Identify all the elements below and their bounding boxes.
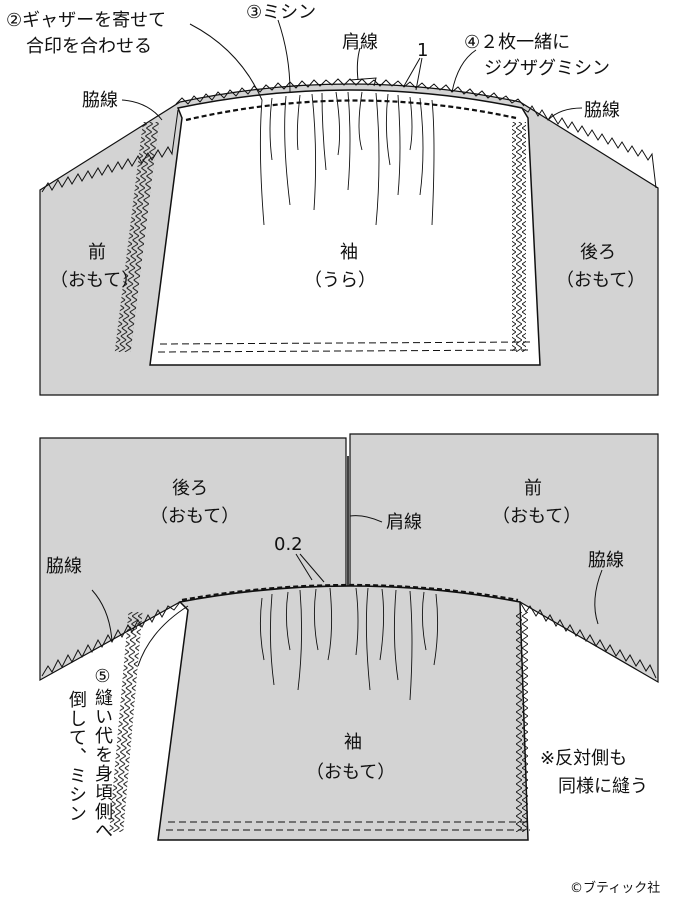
label-step2-line1: ②ギャザーを寄せて	[6, 10, 166, 31]
bottom-left-zigzag-edge	[41, 601, 181, 677]
top-sleeve	[149, 89, 541, 366]
leader-bottom-side-left	[91, 589, 113, 643]
top-stitch-line	[185, 99, 517, 122]
top-left-zigzag-edge	[41, 109, 179, 193]
label-note-line1: ※反対側も	[540, 748, 627, 769]
bottom-gathers	[259, 587, 439, 701]
top-hem-stitch-1	[159, 341, 531, 345]
top-sleeve-right-zigzag	[512, 122, 526, 352]
label-bottom-sleeve-side: （おもて）	[306, 762, 395, 783]
top-gathers	[259, 91, 435, 226]
bottom-stitch-line	[181, 583, 519, 602]
label-step5-col1: ⑤縫い代を身頃側へ	[92, 666, 113, 840]
label-seam-width-1: 1	[417, 40, 428, 61]
label-credit: ©ブティック社	[570, 880, 660, 896]
bottom-sleeve	[157, 585, 529, 841]
leader-step5	[137, 605, 189, 667]
label-step4-line1: ④２枚一緒に	[464, 32, 570, 53]
label-side-line-right: 脇線	[584, 100, 620, 121]
label-bottom-seam-width: 0.2	[274, 534, 303, 555]
bottom-sleeve-right-zigzag	[516, 612, 528, 832]
label-bottom-side-line-right: 脇線	[588, 550, 624, 571]
bottom-sleeve-left-zigzag	[109, 612, 143, 832]
label-bottom-shoulder-line: 肩線	[386, 512, 422, 533]
label-step2-line2: 合印を合わせる	[26, 36, 152, 57]
label-front: 前	[88, 242, 106, 263]
top-right-zigzag-edge	[521, 105, 657, 189]
leader-seamwidth-2	[415, 57, 423, 91]
top-sleeve-left-zigzag	[114, 122, 160, 352]
label-shoulder-line: 肩線	[342, 32, 378, 53]
label-note-line2: 同様に縫う	[558, 776, 648, 797]
label-step5-col2: 倒して、ミシン	[66, 690, 87, 823]
bottom-panel: 後ろ （おもて） 前 （おもて） 肩線 0.2 脇線 脇線 袖 （おもて） ※反…	[39, 433, 660, 896]
leader-side-right	[547, 107, 583, 121]
top-shoulder-notch	[349, 77, 377, 87]
leader-shoulder	[356, 47, 361, 81]
label-front-side: （おもて）	[50, 270, 139, 291]
leader-bottom-shoulder	[349, 515, 383, 523]
leader-step2	[189, 23, 263, 101]
label-sleeve-side: （うら）	[304, 270, 376, 291]
label-side-line-left: 脇線	[82, 90, 118, 111]
label-step4-line2: ジグザグミシン	[484, 58, 610, 79]
leader-step3	[277, 19, 291, 93]
top-armhole-zigzag	[175, 78, 525, 107]
label-bottom-back-side: （おもて）	[150, 506, 239, 527]
label-bottom-back: 後ろ	[172, 478, 208, 499]
label-bottom-sleeve: 袖	[344, 732, 362, 753]
top-hem-stitch-2	[157, 349, 533, 353]
label-bottom-side-line-left: 脇線	[46, 556, 82, 577]
label-step3: ③ミシン	[246, 2, 316, 23]
leader-bottom-0.2b	[299, 553, 325, 583]
leader-bottom-side-right	[594, 569, 603, 625]
leader-step4	[451, 49, 477, 93]
top-panel: ②ギャザーを寄せて 合印を合わせる ③ミシン 肩線 1 ④２枚一緒に ジグザグミ…	[6, 2, 659, 396]
label-back-side: （おもて）	[556, 270, 645, 291]
label-bottom-front: 前	[524, 478, 542, 499]
label-bottom-front-side: （おもて）	[492, 506, 581, 527]
bottom-right-zigzag-edge	[519, 601, 657, 679]
leader-seamwidth-1	[403, 57, 421, 87]
label-sleeve: 袖	[340, 242, 358, 263]
leader-side-left	[121, 99, 163, 121]
label-back: 後ろ	[580, 242, 616, 263]
leader-bottom-0.2a	[295, 553, 313, 581]
